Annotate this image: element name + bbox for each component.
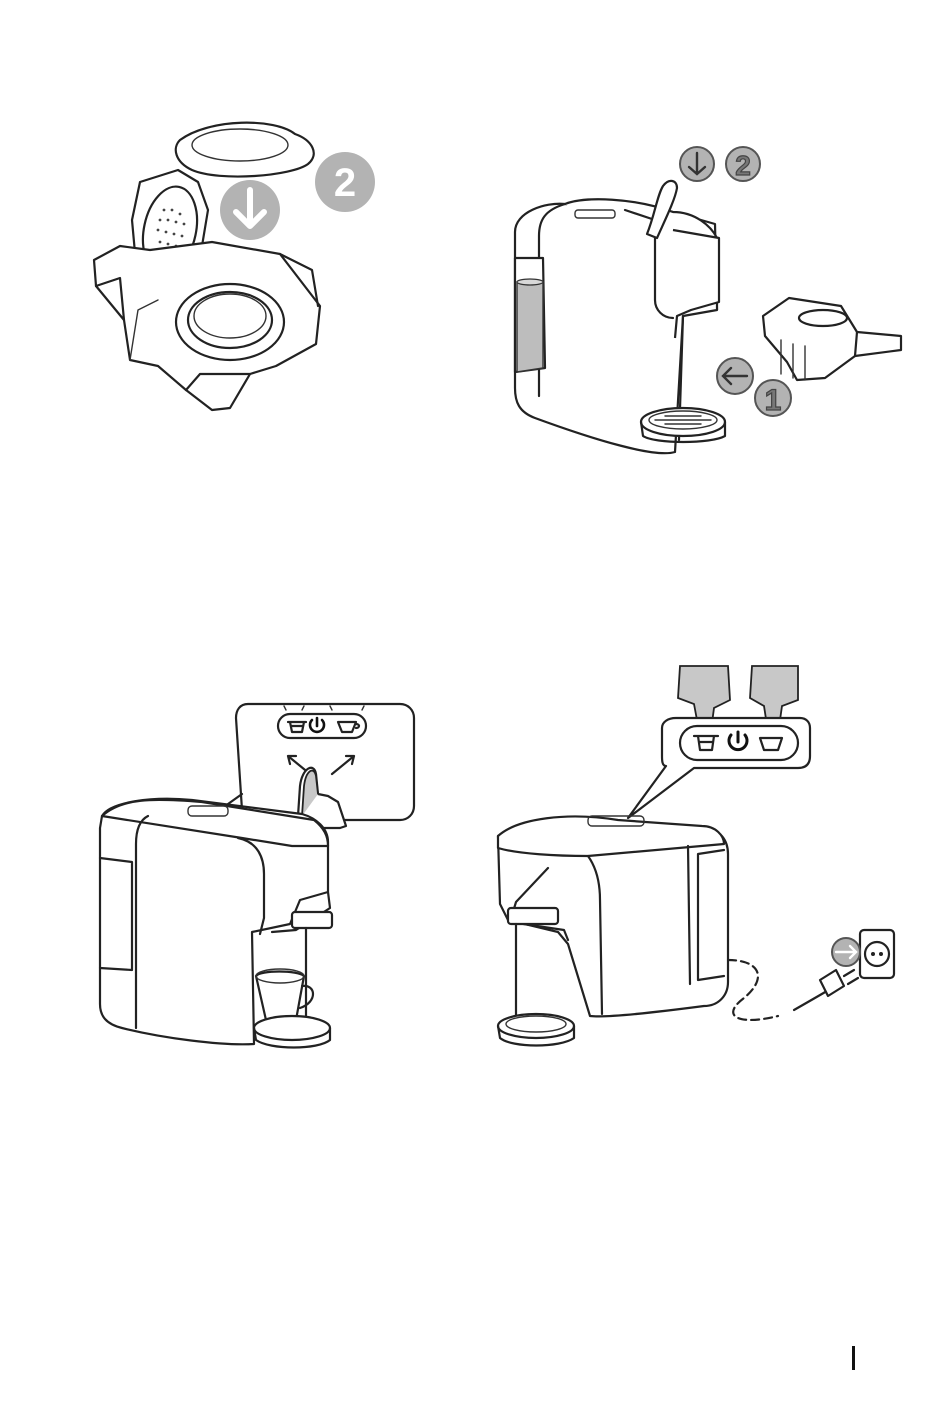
page-marker xyxy=(852,1346,855,1370)
power-cord xyxy=(728,960,778,1020)
spout xyxy=(292,912,332,928)
drip-tray xyxy=(254,1016,330,1040)
capsule-disc xyxy=(176,123,314,177)
svg-text:1: 1 xyxy=(765,384,782,417)
brew-illustration xyxy=(92,698,422,1068)
left-arrow-icon xyxy=(717,358,753,394)
step-badge-1: 1 xyxy=(755,380,791,417)
right-arrow-icon xyxy=(832,938,860,966)
step-badge-2: 2 xyxy=(726,147,760,181)
adapter-attach-illustration: 2 1 xyxy=(505,140,915,470)
svg-text:2: 2 xyxy=(735,150,751,181)
drip-tray xyxy=(498,1014,574,1038)
spout xyxy=(508,908,558,924)
adapter-insert-illustration: 2 xyxy=(80,110,400,420)
down-arrow-icon xyxy=(220,180,280,240)
step-badge-2: 2 xyxy=(315,152,375,212)
drip-tray xyxy=(641,408,725,436)
svg-text:2: 2 xyxy=(334,161,356,205)
down-arrow-icon xyxy=(680,147,714,181)
reset-illustration xyxy=(488,660,898,1070)
